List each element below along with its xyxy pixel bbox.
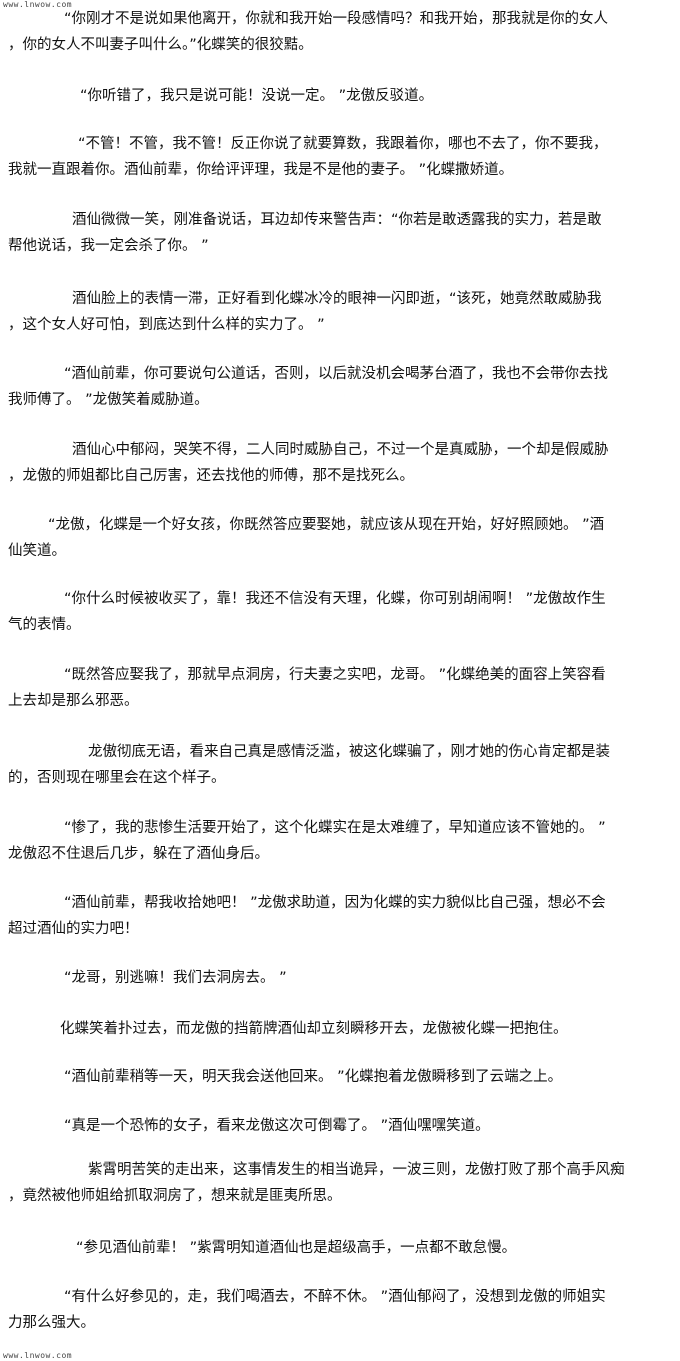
- paragraph-line: “既然答应娶我了，那就早点洞房，行夫妻之实吧，龙哥。 ”化蝶绝美的面容上笑容看: [64, 667, 606, 683]
- paragraph-line: 化蝶笑着扑过去，而龙傲的挡箭牌酒仙却立刻瞬移开去，龙傲被化蝶一把抱住。: [60, 1021, 568, 1037]
- paragraph: “你刚才不是说如果他离开，你就和我开始一段感情吗？和我开始，那我就是你的女人 ，…: [8, 6, 608, 58]
- paragraph: “真是一个恐怖的女子，看来龙傲这次可倒霉了。 ”酒仙嘿嘿笑道。: [8, 1113, 490, 1139]
- paragraph-line: 的，否则现在哪里会在这个样子。: [8, 770, 226, 786]
- paragraph: “酒仙前辈，帮我收拾她吧！ ”龙傲求助道，因为化蝶的实力貌似比自己强，想必不会 …: [8, 890, 606, 942]
- paragraph-line: “参见酒仙前辈！ ”紫霄明知道酒仙也是超级高手，一点都不敢怠慢。: [76, 1240, 517, 1256]
- paragraph-line: 酒仙微微一笑，刚准备说话，耳边却传来警告声：“你若是敢透露我的实力，若是敢: [72, 212, 602, 228]
- paragraph-line: “你刚才不是说如果他离开，你就和我开始一段感情吗？和我开始，那我就是你的女人: [64, 11, 609, 27]
- paragraph: “你什么时候被收买了，靠！我还不信没有天理，化蝶，你可别胡闹啊！ ”龙傲故作生 …: [8, 586, 606, 638]
- paragraph-line: 帮他说话，我一定会杀了你。 ”: [8, 238, 209, 254]
- paragraph-line: “真是一个恐怖的女子，看来龙傲这次可倒霉了。 ”酒仙嘿嘿笑道。: [64, 1118, 490, 1134]
- paragraph-line: 酒仙脸上的表情一滞，正好看到化蝶冰冷的眼神一闪即逝，“该死，她竟然敢威胁我: [72, 291, 602, 307]
- paragraph: 酒仙脸上的表情一滞，正好看到化蝶冰冷的眼神一闪即逝，“该死，她竟然敢威胁我 ，这…: [8, 286, 602, 338]
- paragraph-line: “有什么好参见的，走，我们喝酒去，不醉不休。 ”酒仙郁闷了，没想到龙傲的师姐实: [64, 1289, 606, 1305]
- watermark-bottom: www.lnwow.com: [3, 1351, 73, 1360]
- paragraph-line: “酒仙前辈稍等一天，明天我会送他回来。 ”化蝶抱着龙傲瞬移到了云端之上。: [64, 1069, 563, 1085]
- paragraph-line: 上去却是那么邪恶。: [8, 693, 139, 709]
- paragraph-line: 酒仙心中郁闷，哭笑不得，二人同时威胁自己，不过一个是真威胁，一个却是假威胁: [72, 442, 609, 458]
- paragraph-line: ，你的女人不叫妻子叫什么。”化蝶笑的很狡黠。: [8, 37, 313, 53]
- paragraph-line: ，竟然被他师姐给抓取洞房了，想来就是匪夷所思。: [8, 1188, 342, 1204]
- paragraph-line: “不管！不管，我不管！反正你说了就要算数，我跟着你，哪也不去了，你不要我，: [78, 136, 608, 152]
- paragraph-line: 紫霄明苦笑的走出来，这事情发生的相当诡异，一波三则，龙傲打败了那个高手风痴: [88, 1162, 625, 1178]
- paragraph-line: ，这个女人好可怕，到底达到什么样的实力了。 ”: [8, 317, 325, 333]
- paragraph-line: 我就一直跟着你。酒仙前辈，你给评评理，我是不是他的妻子。 ”化蝶撒娇道。: [8, 162, 514, 178]
- paragraph-line: “龙哥，别逃嘛！我们去洞房去。 ”: [64, 970, 287, 986]
- paragraph-line: 我师傅了。 ”龙傲笑着威胁道。: [8, 392, 209, 408]
- paragraph-line: “惨了，我的悲惨生活要开始了，这个化蝶实在是太难缠了，早知道应该不管她的。 ”: [64, 820, 606, 836]
- paragraph: 酒仙微微一笑，刚准备说话，耳边却传来警告声：“你若是敢透露我的实力，若是敢 帮他…: [8, 207, 602, 259]
- paragraph-line: “龙傲，化蝶是一个好女孩，你既然答应要娶她，就应该从现在开始，好好照顾她。 ”酒: [48, 517, 605, 533]
- paragraph: “有什么好参见的，走，我们喝酒去，不醉不休。 ”酒仙郁闷了，没想到龙傲的师姐实 …: [8, 1284, 606, 1336]
- watermark-top: www.lnwow.com: [3, 0, 73, 9]
- paragraph-line: 龙傲彻底无语，看来自己真是感情泛滥，被这化蝶骗了，刚才她的伤心肯定都是装: [88, 744, 610, 760]
- paragraph: “惨了，我的悲惨生活要开始了，这个化蝶实在是太难缠了，早知道应该不管她的。 ” …: [8, 815, 606, 867]
- paragraph-line: “你听错了，我只是说可能！没说一定。 ”龙傲反驳道。: [80, 88, 434, 104]
- paragraph: “龙傲，化蝶是一个好女孩，你既然答应要娶她，就应该从现在开始，好好照顾她。 ”酒…: [8, 512, 604, 564]
- paragraph: “既然答应娶我了，那就早点洞房，行夫妻之实吧，龙哥。 ”化蝶绝美的面容上笑容看 …: [8, 662, 606, 714]
- paragraph-line: 超过酒仙的实力吧！: [8, 921, 139, 937]
- paragraph-line: “酒仙前辈，帮我收拾她吧！ ”龙傲求助道，因为化蝶的实力貌似比自己强，想必不会: [64, 895, 606, 911]
- paragraph: 紫霄明苦笑的走出来，这事情发生的相当诡异，一波三则，龙傲打败了那个高手风痴 ，竟…: [8, 1157, 625, 1209]
- paragraph-line: 气的表情。: [8, 617, 81, 633]
- paragraph: 化蝶笑着扑过去，而龙傲的挡箭牌酒仙却立刻瞬移开去，龙傲被化蝶一把抱住。: [8, 1016, 568, 1042]
- paragraph: “你听错了，我只是说可能！没说一定。 ”龙傲反驳道。: [8, 83, 433, 109]
- paragraph-line: “酒仙前辈，你可要说句公道话，否则，以后就没机会喝茅台酒了，我也不会带你去找: [64, 366, 609, 382]
- paragraph: “酒仙前辈稍等一天，明天我会送他回来。 ”化蝶抱着龙傲瞬移到了云端之上。: [8, 1064, 562, 1090]
- paragraph: “酒仙前辈，你可要说句公道话，否则，以后就没机会喝茅台酒了，我也不会带你去找 我…: [8, 361, 608, 413]
- paragraph-line: “你什么时候被收买了，靠！我还不信没有天理，化蝶，你可别胡闹啊！ ”龙傲故作生: [64, 591, 606, 607]
- paragraph-line: ，龙傲的师姐都比自己厉害，还去找他的师傅，那不是找死么。: [8, 468, 414, 484]
- paragraph: “不管！不管，我不管！反正你说了就要算数，我跟着你，哪也不去了，你不要我， 我就…: [8, 131, 608, 183]
- paragraph-line: 龙傲忍不住退后几步，躲在了酒仙身后。: [8, 846, 269, 862]
- paragraph: “参见酒仙前辈！ ”紫霄明知道酒仙也是超级高手，一点都不敢怠慢。: [8, 1235, 516, 1261]
- paragraph-line: 力那么强大。: [8, 1315, 95, 1331]
- paragraph: “龙哥，别逃嘛！我们去洞房去。 ”: [8, 965, 287, 991]
- paragraph-line: 仙笑道。: [8, 543, 66, 559]
- paragraph: 龙傲彻底无语，看来自己真是感情泛滥，被这化蝶骗了，刚才她的伤心肯定都是装 的，否…: [8, 739, 610, 791]
- paragraph: 酒仙心中郁闷，哭笑不得，二人同时威胁自己，不过一个是真威胁，一个却是假威胁 ，龙…: [8, 437, 609, 489]
